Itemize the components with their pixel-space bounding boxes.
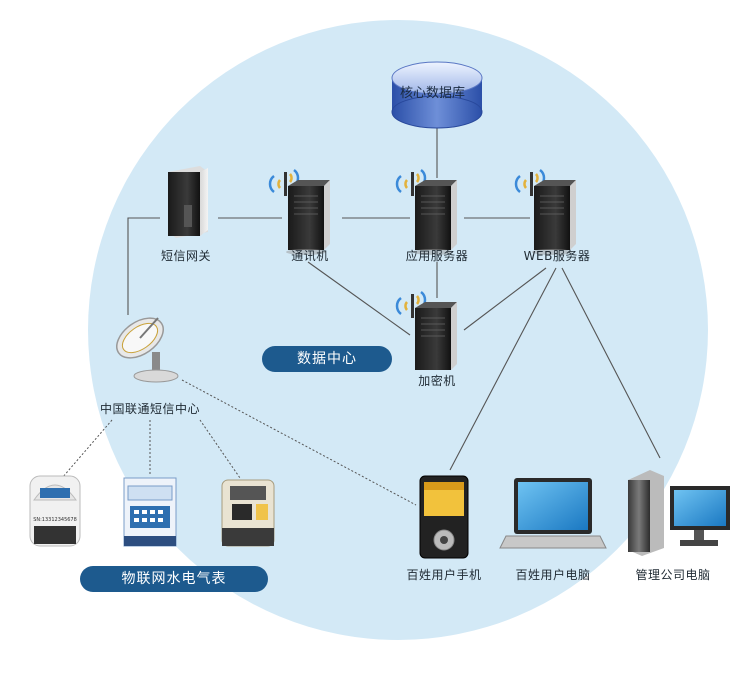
user-pc-label: 百姓用户电脑 [515,568,591,582]
comm-server-label: 通讯机 [291,249,329,263]
comm-server-icon [268,169,330,255]
data-center-badge: 数据中心 [262,346,392,372]
dotted-links [61,379,417,506]
phone-icon [419,475,469,559]
database-label: 核心数据库 [400,86,466,101]
company-pc-label: 管理公司电脑 [635,568,711,582]
sms-gateway-label: 短信网关 [160,249,212,263]
water-meter-icon [29,475,81,547]
encryptor-icon [395,291,457,370]
encryptor-label: 加密机 [418,374,456,388]
satellite-dish-icon [116,317,179,383]
sms-gateway-icon [168,166,208,238]
meter-serial: SN:13312345678 [33,517,77,523]
electric-meter-icon [123,477,177,547]
user-phone-label: 百姓用户手机 [406,568,482,582]
gas-meter-icon [221,479,275,547]
app-server-icon [395,169,457,255]
desktop-computer-icon [628,470,730,556]
unicom-sms-center-label: 中国联通短信中心 [99,402,201,416]
app-server-label: 应用服务器 [405,249,469,263]
iot-meters-badge: 物联网水电气表 [80,566,268,592]
laptop-icon [499,478,607,549]
connection-lines [127,128,661,471]
web-server-icon [514,169,576,255]
web-server-label: WEB服务器 [523,249,591,263]
database-icon [391,61,483,129]
